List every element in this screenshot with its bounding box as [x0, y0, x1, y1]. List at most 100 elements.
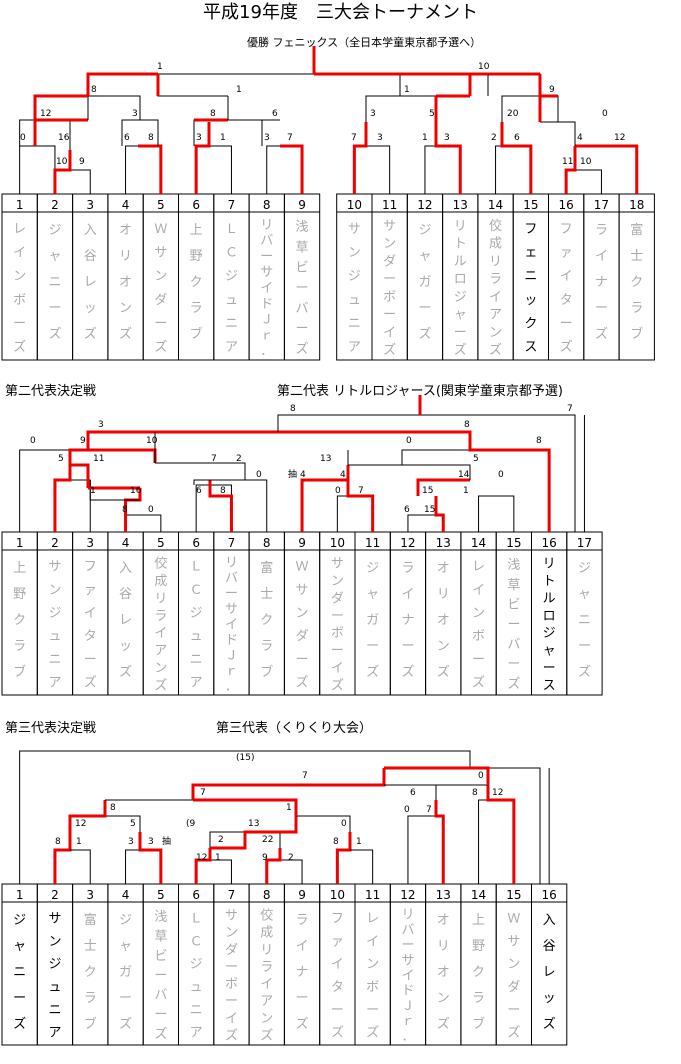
section2-team-name-char: ン [472, 606, 485, 621]
section1-seed-number: 13 [453, 198, 468, 212]
winner-path-line [70, 463, 90, 488]
section2-team-name-char: ニ [48, 652, 61, 667]
bracket-line [495, 145, 532, 194]
section1-team-name-char: ズ [454, 342, 467, 358]
section2-team-name-char: ナ [401, 613, 414, 628]
section2-team-name-char: ジ [578, 561, 591, 576]
section3-team-name-char: ズ [437, 1016, 450, 1032]
section3-team-name-char: フ [331, 911, 344, 926]
bracket-line [193, 479, 245, 485]
section2-team-name-char: ー [84, 652, 97, 667]
section3-team-name-char: ー [13, 991, 26, 1006]
section1-seed-number: 3 [86, 198, 94, 212]
section1-match-score: 20 [507, 109, 519, 119]
bracket-line [125, 514, 162, 532]
section3-match-score: 8 [110, 803, 116, 813]
section3-team-name-char: リ [260, 943, 273, 958]
bracket-line [424, 145, 461, 194]
section1-team-name-char: 谷 [84, 249, 97, 264]
section1-team-name-char: リ [454, 219, 467, 234]
bracket-line [54, 479, 91, 532]
section1-match-score: 1 [157, 62, 163, 72]
section3-team-name-char: イ [366, 934, 379, 949]
section2-seed-number: 11 [365, 536, 380, 550]
section3-match-score: 8 [333, 837, 339, 847]
section3-team-name-char: イ [401, 969, 414, 984]
section1-team-name-char: ビ [296, 261, 309, 276]
section1-match-score: 7 [351, 133, 357, 143]
section1-seed-number: 10 [347, 198, 362, 212]
section3-team-name-char: Ｗ [507, 911, 520, 926]
section3-match-score: 1 [286, 803, 292, 813]
section3-team-name-char: ジ [48, 957, 61, 972]
section2-team-name-char: 上 [13, 561, 26, 576]
section2-match-score: 7 [358, 486, 364, 496]
section3-team-name-char: ン [225, 926, 238, 941]
section2-team-name-char: サ [296, 583, 309, 598]
section1-team-name-char: ド [260, 297, 273, 312]
section1-team-name-char: Ｃ [225, 246, 238, 261]
winner-path-line [278, 430, 488, 452]
section3-seed-number: 4 [122, 888, 130, 902]
section1-seed-number: 6 [192, 198, 200, 212]
winner-path-line [346, 480, 375, 532]
section2-team-name-char: ズ [472, 674, 485, 690]
bracket-line [336, 495, 374, 532]
section3-team-name-char: ズ [507, 1025, 520, 1041]
winner-path-line [138, 144, 163, 194]
section1-match-score: 3 [196, 133, 202, 143]
section2-team-name-char: 谷 [119, 587, 132, 602]
section2-team-name-char: ラ [13, 639, 26, 654]
section3-team-name-char: ー [119, 991, 132, 1006]
section1-team-name-char: ン [119, 301, 132, 316]
section3-team-name-char: ラ [260, 960, 273, 975]
section3-team-name-char: ー [154, 969, 167, 984]
section3-team-name-char: ズ [543, 1016, 556, 1032]
section1-team-name-char: ズ [595, 326, 608, 342]
section2-team-name-char: イ [472, 583, 485, 598]
section3-team-name-char: ャ [13, 939, 26, 954]
winner-path-line [86, 430, 278, 450]
section2-match-score: 8 [220, 486, 226, 496]
section2-team-name-char: 浅 [507, 558, 520, 573]
section3-team-name-char: バ [154, 988, 167, 1003]
section1-match-score: 1 [220, 133, 226, 143]
section1-match-score: 16 [58, 133, 70, 143]
section3-team-name-char: イ [331, 957, 344, 972]
section3-team-name-char: ダ [507, 980, 520, 995]
section2-team-name-char: ャ [543, 644, 556, 659]
section2-team-name-char: ． [225, 679, 238, 694]
section3-team-name-char: ズ [225, 1027, 238, 1043]
section3-team-name-char: ズ [119, 1016, 132, 1032]
section3-seed-number: 10 [330, 888, 345, 902]
section1-team-name-char: サ [260, 265, 273, 280]
section2-team-name-char: ボ [331, 626, 344, 641]
winner-path-line [208, 480, 233, 532]
section2-team-name-char: リ [543, 557, 556, 572]
winner-path-line [352, 122, 368, 194]
section3-team-name-char: ー [366, 1003, 379, 1018]
section3-seed-number: 1 [16, 888, 24, 902]
section2-match-score: 0 [30, 436, 36, 446]
section2-seed-number: 3 [86, 536, 94, 550]
section2-team-name-char: ャ [578, 587, 591, 602]
section1-team-name-char: リ [489, 254, 502, 269]
bracket-line [540, 121, 576, 146]
section2-team-name-char: ン [154, 661, 167, 676]
section1-team-name-char: イ [260, 281, 273, 296]
section1-team-name-char: ラ [190, 301, 203, 316]
section3-match-score: 0 [478, 771, 484, 781]
section2-team-name-char: ー [543, 661, 556, 676]
section3-team-name-char: ジ [13, 913, 26, 928]
section3-team-name-char: ド [401, 984, 414, 999]
section3-team-name-char: イ [225, 1011, 238, 1026]
section1-team-name-char: ー [418, 301, 431, 316]
section3-seed-number: 2 [51, 888, 59, 902]
section1-team-name-char: ー [454, 325, 467, 340]
section1-team-name-char: ズ [383, 342, 396, 358]
section3-final-score-note: (15) [236, 753, 254, 763]
section2-team-name-char: タ [84, 629, 97, 644]
section1-team-name-char: ズ [560, 339, 573, 355]
section1-team-name-char: ト [454, 237, 467, 252]
section3-team-name-char: ジ [190, 957, 203, 972]
